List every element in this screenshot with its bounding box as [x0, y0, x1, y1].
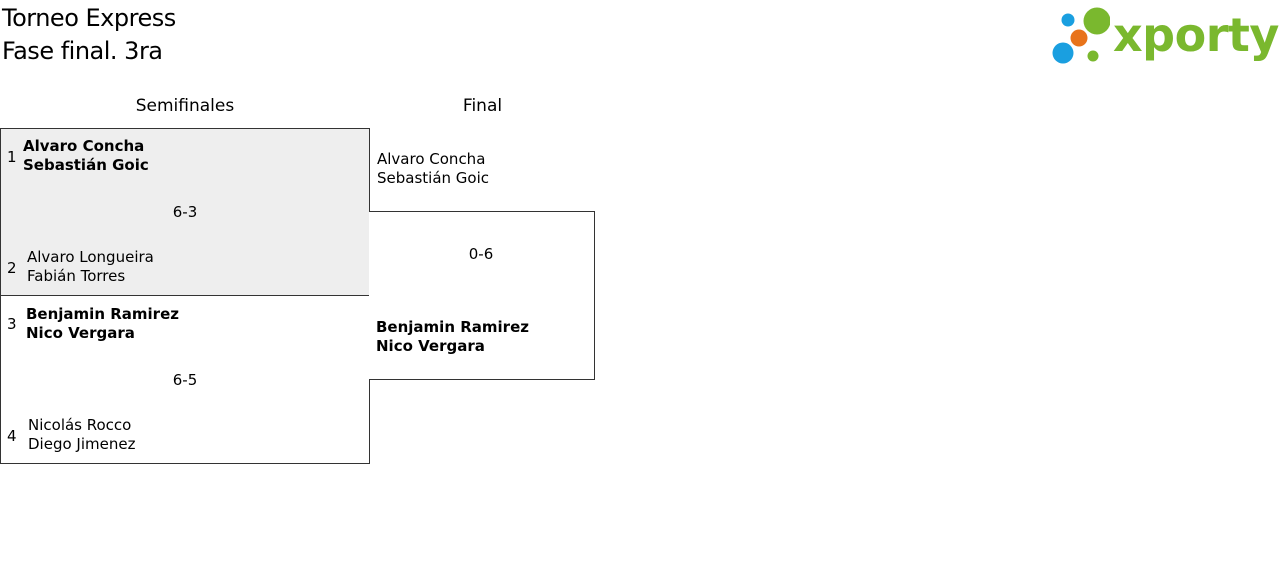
- match-score: 6-3: [172, 203, 198, 221]
- phase-title: Fase final. 3ra: [2, 37, 163, 65]
- semifinal1-team2: Alvaro Longueira Fabián Torres: [27, 248, 154, 286]
- match-score: 0-6: [468, 245, 494, 263]
- final-team2: Benjamin Ramirez Nico Vergara: [376, 318, 529, 356]
- semifinal2-team1: Benjamin Ramirez Nico Vergara: [26, 305, 179, 343]
- player-name: Alvaro Longueira: [27, 248, 154, 266]
- player-name: Diego Jimenez: [28, 435, 136, 453]
- round-label-semifinals: Semifinales: [135, 96, 235, 116]
- player-name: Alvaro Concha: [377, 150, 486, 168]
- semifinal1-team1: Alvaro Concha Sebastián Goic: [23, 137, 149, 175]
- match-score: 6-5: [172, 371, 198, 389]
- player-name: Sebastián Goic: [377, 169, 490, 187]
- final-match[interactable]: 0-6 Benjamin Ramirez Nico Vergara: [369, 211, 595, 380]
- semifinal2-team2: Nicolás Rocco Diego Jimenez: [28, 416, 135, 454]
- player-name: Fabián Torres: [27, 267, 126, 285]
- player-name: Alvaro Concha: [23, 137, 145, 155]
- logo-wordmark: xporty: [1113, 8, 1279, 62]
- player-name: Nico Vergara: [376, 337, 485, 355]
- player-name: Nico Vergara: [26, 324, 135, 342]
- player-name: Benjamin Ramirez: [376, 318, 529, 336]
- logo-dots-icon: [1052, 7, 1110, 64]
- semifinal-match-1[interactable]: 1 Alvaro Concha Sebastián Goic 6-3 2 Alv…: [0, 128, 370, 296]
- player-name: Sebastián Goic: [23, 156, 149, 174]
- round-label-final: Final: [462, 96, 503, 116]
- player-name: Nicolás Rocco: [28, 416, 132, 434]
- tournament-title: Torneo Express: [2, 4, 176, 32]
- seed-number: 4: [7, 427, 17, 445]
- seed-number: 1: [7, 148, 17, 166]
- seed-number: 2: [7, 259, 17, 277]
- xporty-logo[interactable]: xporty: [1050, 4, 1279, 68]
- semifinal-match-2[interactable]: 3 Benjamin Ramirez Nico Vergara 6-5 4 Ni…: [0, 295, 370, 464]
- player-name: Benjamin Ramirez: [26, 305, 179, 323]
- final-team1: Alvaro Concha Sebastián Goic: [377, 150, 489, 188]
- seed-number: 3: [7, 315, 17, 333]
